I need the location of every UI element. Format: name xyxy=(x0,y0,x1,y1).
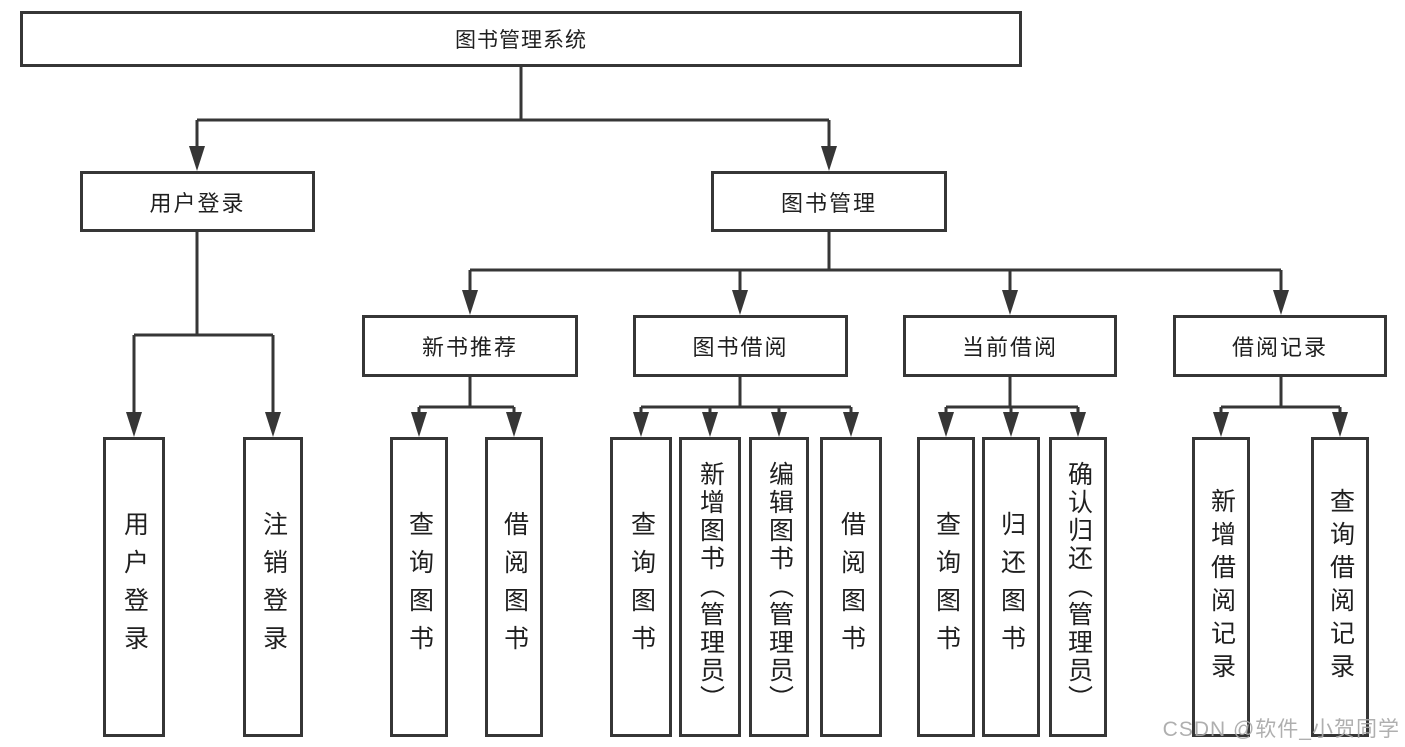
leaf-user-login: 用户登录 xyxy=(103,437,165,737)
leaf-user-login-label: 用户登录 xyxy=(120,511,149,663)
leaf-borrow-query-books: 查询图书 xyxy=(610,437,672,737)
arrowheads xyxy=(126,146,1348,437)
node-current-borrowing: 当前借阅 xyxy=(903,315,1117,377)
node-current-borrowing-label: 当前借阅 xyxy=(961,335,1058,360)
node-root: 图书管理系统 xyxy=(20,11,1022,67)
node-book-management: 图书管理 xyxy=(711,171,947,232)
leaf-newbook-query-books-label: 查询图书 xyxy=(405,511,434,663)
leaf-records-query-record: 查询借阅记录 xyxy=(1311,437,1369,737)
leaf-logout-label: 注销登录 xyxy=(259,511,288,663)
leaf-borrow-query-books-label: 查询图书 xyxy=(627,511,656,663)
leaf-logout: 注销登录 xyxy=(243,437,303,737)
node-book-borrowing: 图书借阅 xyxy=(633,315,848,377)
node-new-book-recommend-label: 新书推荐 xyxy=(421,335,518,360)
leaf-newbook-borrow-books: 借阅图书 xyxy=(485,437,543,737)
leaf-borrow-borrow-books-label: 借阅图书 xyxy=(837,511,866,663)
leaf-current-query-books: 查询图书 xyxy=(917,437,975,737)
leaf-current-confirm-return-admin-label: 确认归还（管理员） xyxy=(1064,461,1093,713)
node-borrowing-records-label: 借阅记录 xyxy=(1231,335,1328,360)
node-root-label: 图书管理系统 xyxy=(455,29,587,52)
csdn-watermark: CSDN @软件_小贺同学 xyxy=(1162,718,1400,741)
leaf-records-add-record: 新增借阅记录 xyxy=(1192,437,1250,737)
leaf-current-return-books-label: 归还图书 xyxy=(997,511,1026,663)
leaf-borrow-edit-books-admin-label: 编辑图书（管理员） xyxy=(765,461,794,713)
leaf-newbook-query-books: 查询图书 xyxy=(390,437,448,737)
leaf-current-confirm-return-admin: 确认归还（管理员） xyxy=(1049,437,1107,737)
leaf-borrow-add-books-admin: 新增图书（管理员） xyxy=(679,437,741,737)
node-user-login-label: 用户登录 xyxy=(149,190,246,216)
leaf-current-return-books: 归还图书 xyxy=(982,437,1040,737)
leaf-borrow-borrow-books: 借阅图书 xyxy=(820,437,882,737)
leaf-records-add-record-label: 新增借阅记录 xyxy=(1207,488,1236,686)
leaf-records-query-record-label: 查询借阅记录 xyxy=(1326,488,1355,686)
node-book-borrowing-label: 图书借阅 xyxy=(692,335,789,360)
leaf-borrow-edit-books-admin: 编辑图书（管理员） xyxy=(749,437,809,737)
node-user-login: 用户登录 xyxy=(80,171,315,232)
node-book-management-label: 图书管理 xyxy=(780,190,877,216)
node-borrowing-records: 借阅记录 xyxy=(1173,315,1387,377)
node-new-book-recommend: 新书推荐 xyxy=(362,315,578,377)
leaf-newbook-borrow-books-label: 借阅图书 xyxy=(500,511,529,663)
leaf-borrow-add-books-admin-label: 新增图书（管理员） xyxy=(696,461,725,713)
leaf-current-query-books-label: 查询图书 xyxy=(932,511,961,663)
